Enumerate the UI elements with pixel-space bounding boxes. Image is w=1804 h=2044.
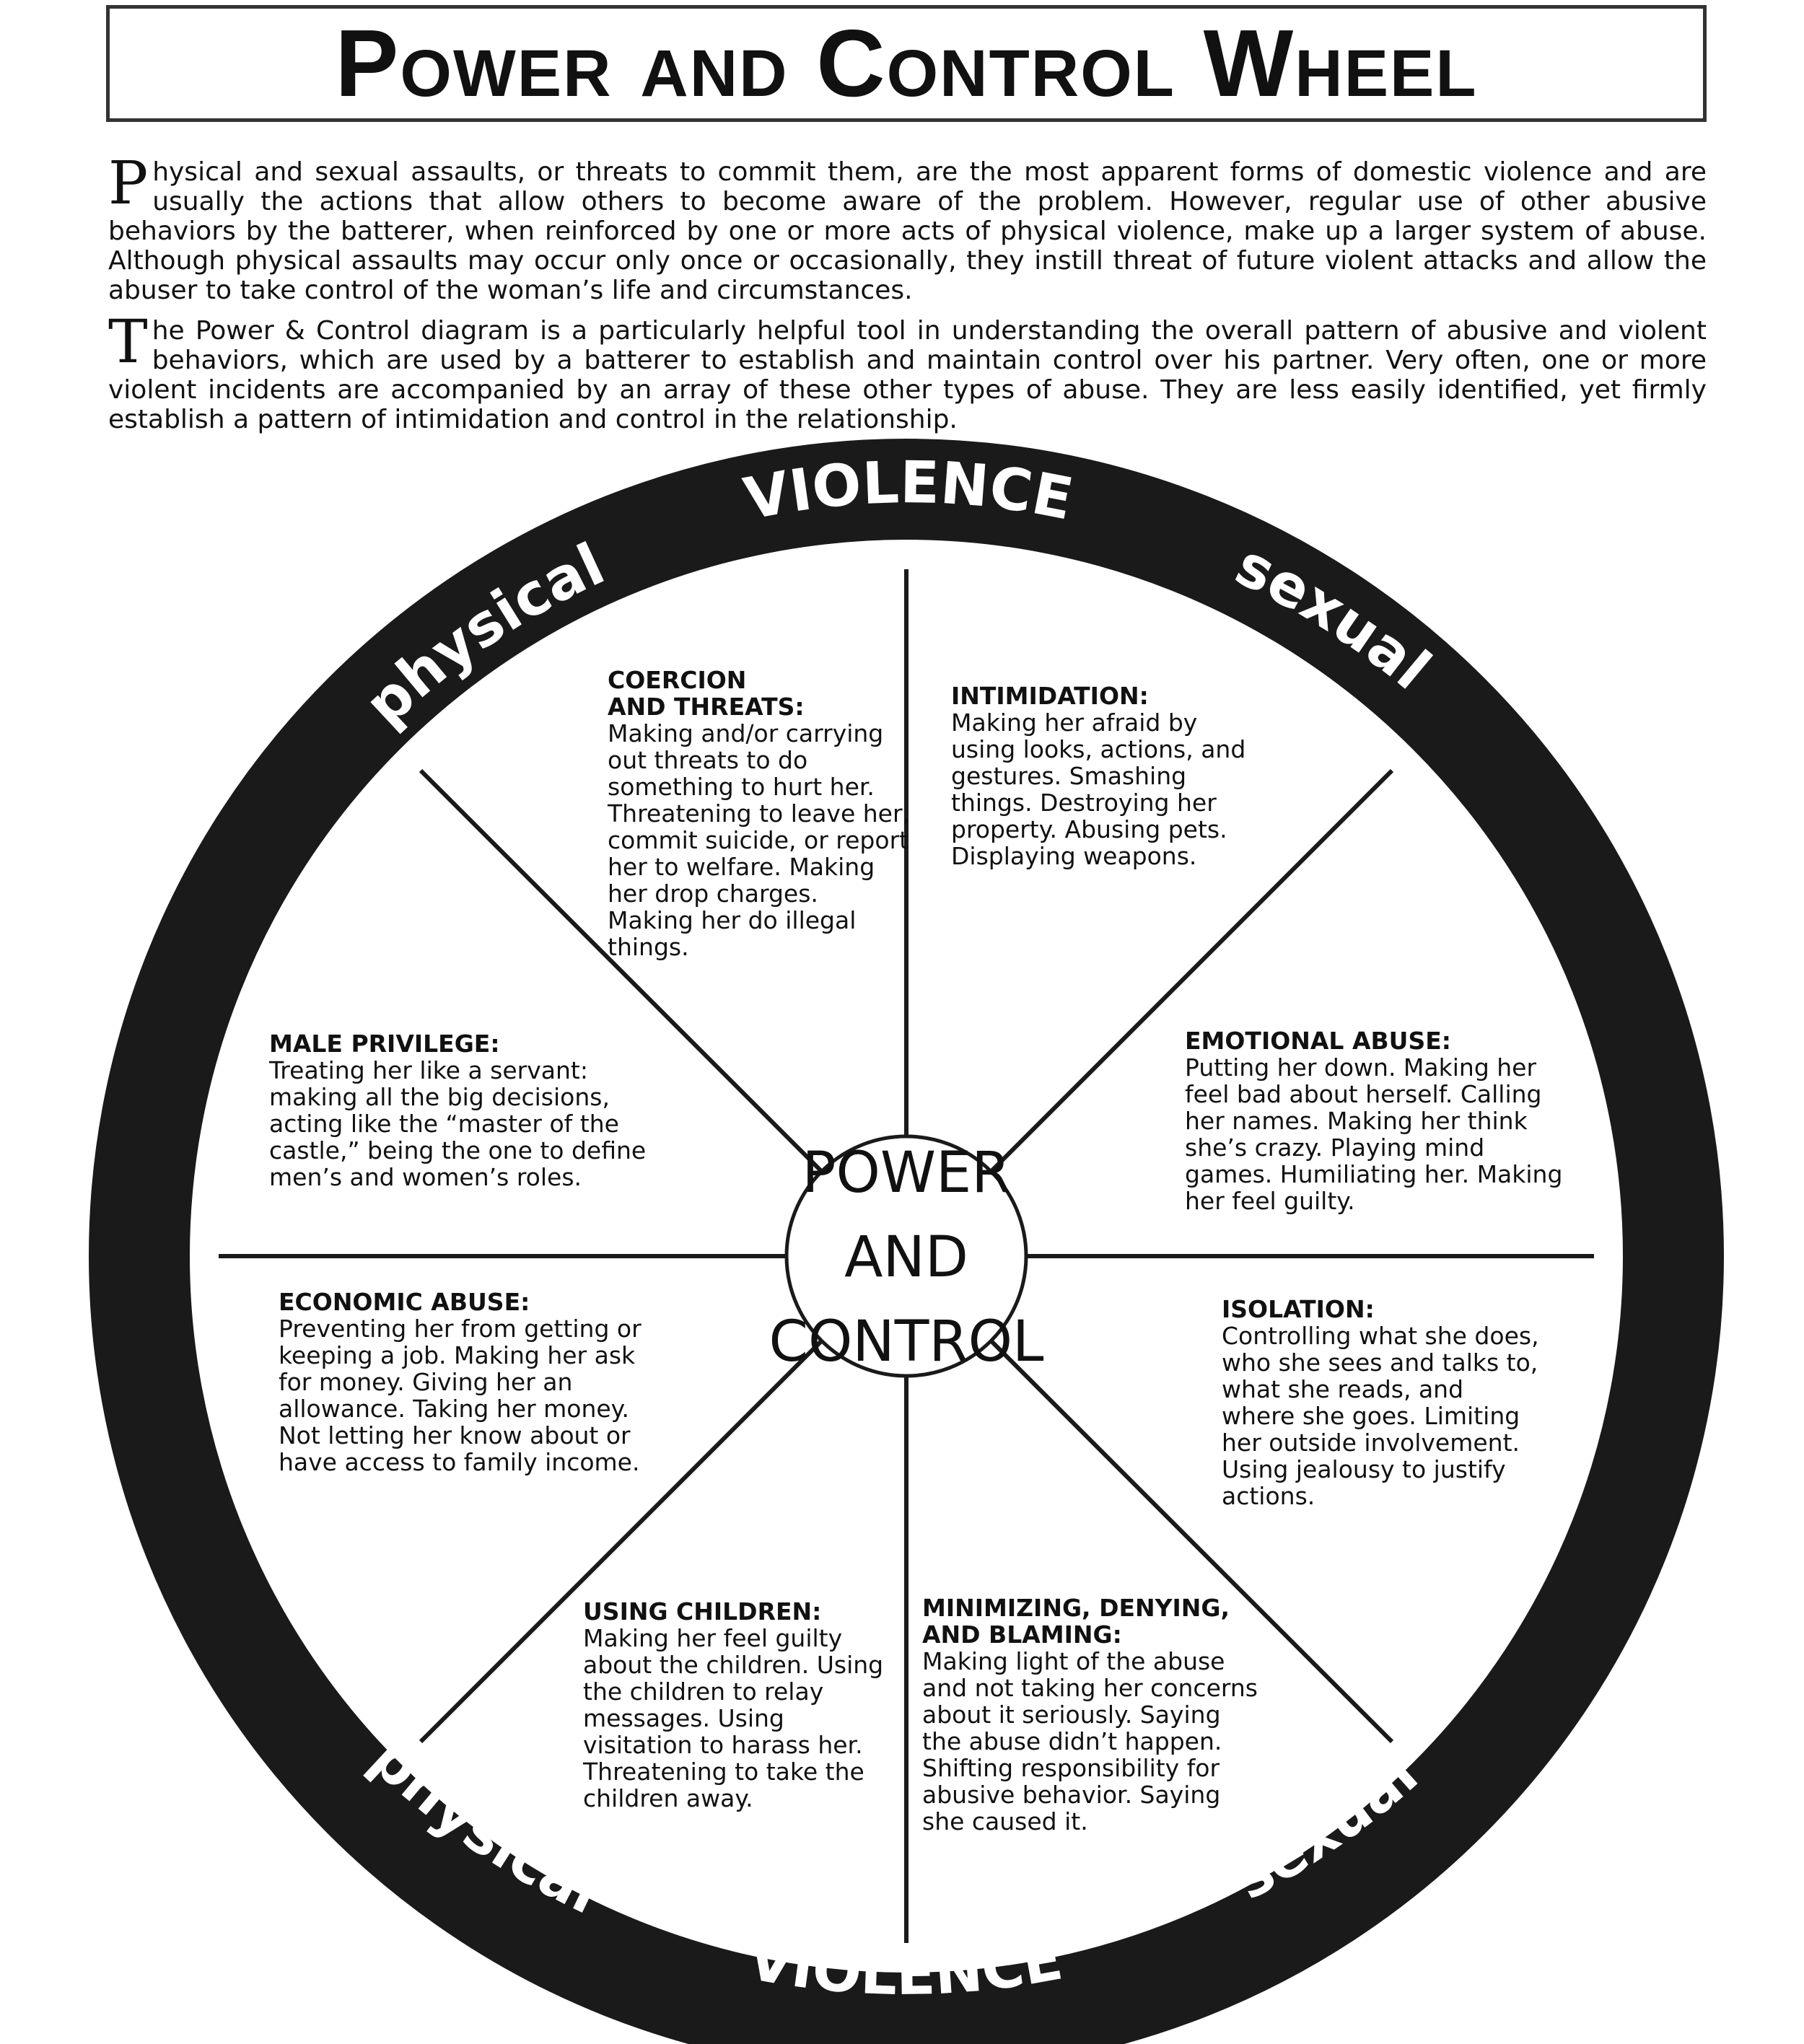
segment-heading: ECONOMIC ABUSE: <box>279 1288 530 1316</box>
segment-heading: COERCION AND THREATS: <box>608 666 805 721</box>
segment-minimizing-denying-blaming: MINIMIZING, DENYING, AND BLAMING: Making… <box>922 1595 1265 1835</box>
title-box: Power and Control Wheel <box>106 5 1707 122</box>
spoke-bottom-left <box>419 1338 824 1744</box>
segment-body: Treating her like a servant: making all … <box>269 1056 647 1191</box>
page-title: Power and Control Wheel <box>335 10 1478 116</box>
segment-body: Putting her down. Making her feel bad ab… <box>1185 1053 1563 1215</box>
spokes <box>219 569 1594 1943</box>
outer-rim <box>89 439 1724 2044</box>
spoke-top-right <box>989 768 1394 1174</box>
intro-paragraph-2-text: he Power & Control diagram is a particul… <box>108 316 1707 434</box>
segment-body: Making and/or carrying out threats to do… <box>608 719 911 961</box>
hub-line-3: CONTROL <box>769 1310 1044 1374</box>
segment-intimidation: INTIMIDATION: Making her afraid by using… <box>951 683 1258 869</box>
segment-body: Making her afraid by using looks, action… <box>951 709 1246 870</box>
hub-text: POWER AND CONTROL <box>769 1141 1044 1374</box>
segment-heading: MINIMIZING, DENYING, AND BLAMING: <box>922 1594 1230 1649</box>
segment-using-children: USING CHILDREN: Making her feel guilty a… <box>583 1598 893 1812</box>
segment-body: Making light of the abuse and not taking… <box>922 1647 1258 1835</box>
spoke-top-left <box>419 768 824 1174</box>
segment-body: Making her feel guilty about the childre… <box>583 1624 884 1812</box>
segment-heading: EMOTIONAL ABUSE: <box>1185 1027 1451 1055</box>
hub-line-1: POWER <box>802 1141 1010 1206</box>
hub-circle <box>784 1134 1028 1378</box>
segment-heading: ISOLATION: <box>1222 1295 1375 1323</box>
spoke-bottom-right <box>989 1338 1394 1744</box>
drop-cap-t: T <box>108 308 148 377</box>
segment-heading: USING CHILDREN: <box>583 1597 822 1626</box>
segment-coercion-and-threats: COERCION AND THREATS: Making and/or carr… <box>608 667 911 960</box>
segment-emotional-abuse: EMOTIONAL ABUSE: Putting her down. Makin… <box>1185 1027 1567 1214</box>
segment-body: Controlling what she does, who she sees … <box>1222 1322 1539 1510</box>
segment-male-privilege: MALE PRIVILEGE: Treating her like a serv… <box>269 1030 680 1190</box>
intro-paragraph-1-text: hysical and sexual assaults, or threats … <box>108 157 1707 305</box>
segment-isolation: ISOLATION: Controlling what she does, wh… <box>1222 1296 1543 1509</box>
segment-body: Preventing her from getting or keeping a… <box>279 1315 642 1476</box>
segment-heading: INTIMIDATION: <box>951 682 1149 710</box>
segment-economic-abuse: ECONOMIC ABUSE: Preventing her from gett… <box>279 1289 647 1475</box>
hub-line-2: AND <box>844 1225 968 1290</box>
segment-heading: MALE PRIVILEGE: <box>269 1030 500 1058</box>
drop-cap-p: P <box>108 149 149 218</box>
